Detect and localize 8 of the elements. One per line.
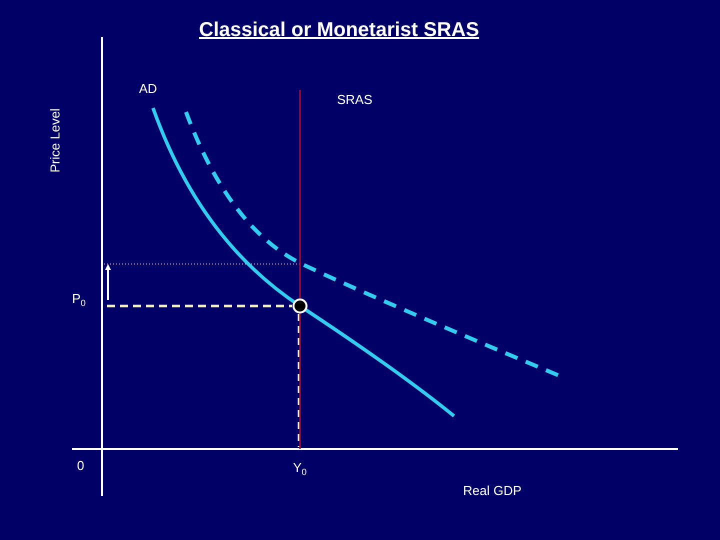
chart-title: Classical or Monetarist SRAS (199, 19, 480, 42)
curve-label: AD (139, 82, 158, 97)
tick-label: P$_{0}$ (72, 292, 86, 307)
tick-label: Y$_{0}$ (293, 461, 307, 476)
curve-label: SRAS (337, 93, 372, 108)
tick-label: 0 (77, 459, 84, 474)
axis-label: Real GDP (463, 484, 522, 499)
axis-label: Price Level (48, 108, 64, 172)
